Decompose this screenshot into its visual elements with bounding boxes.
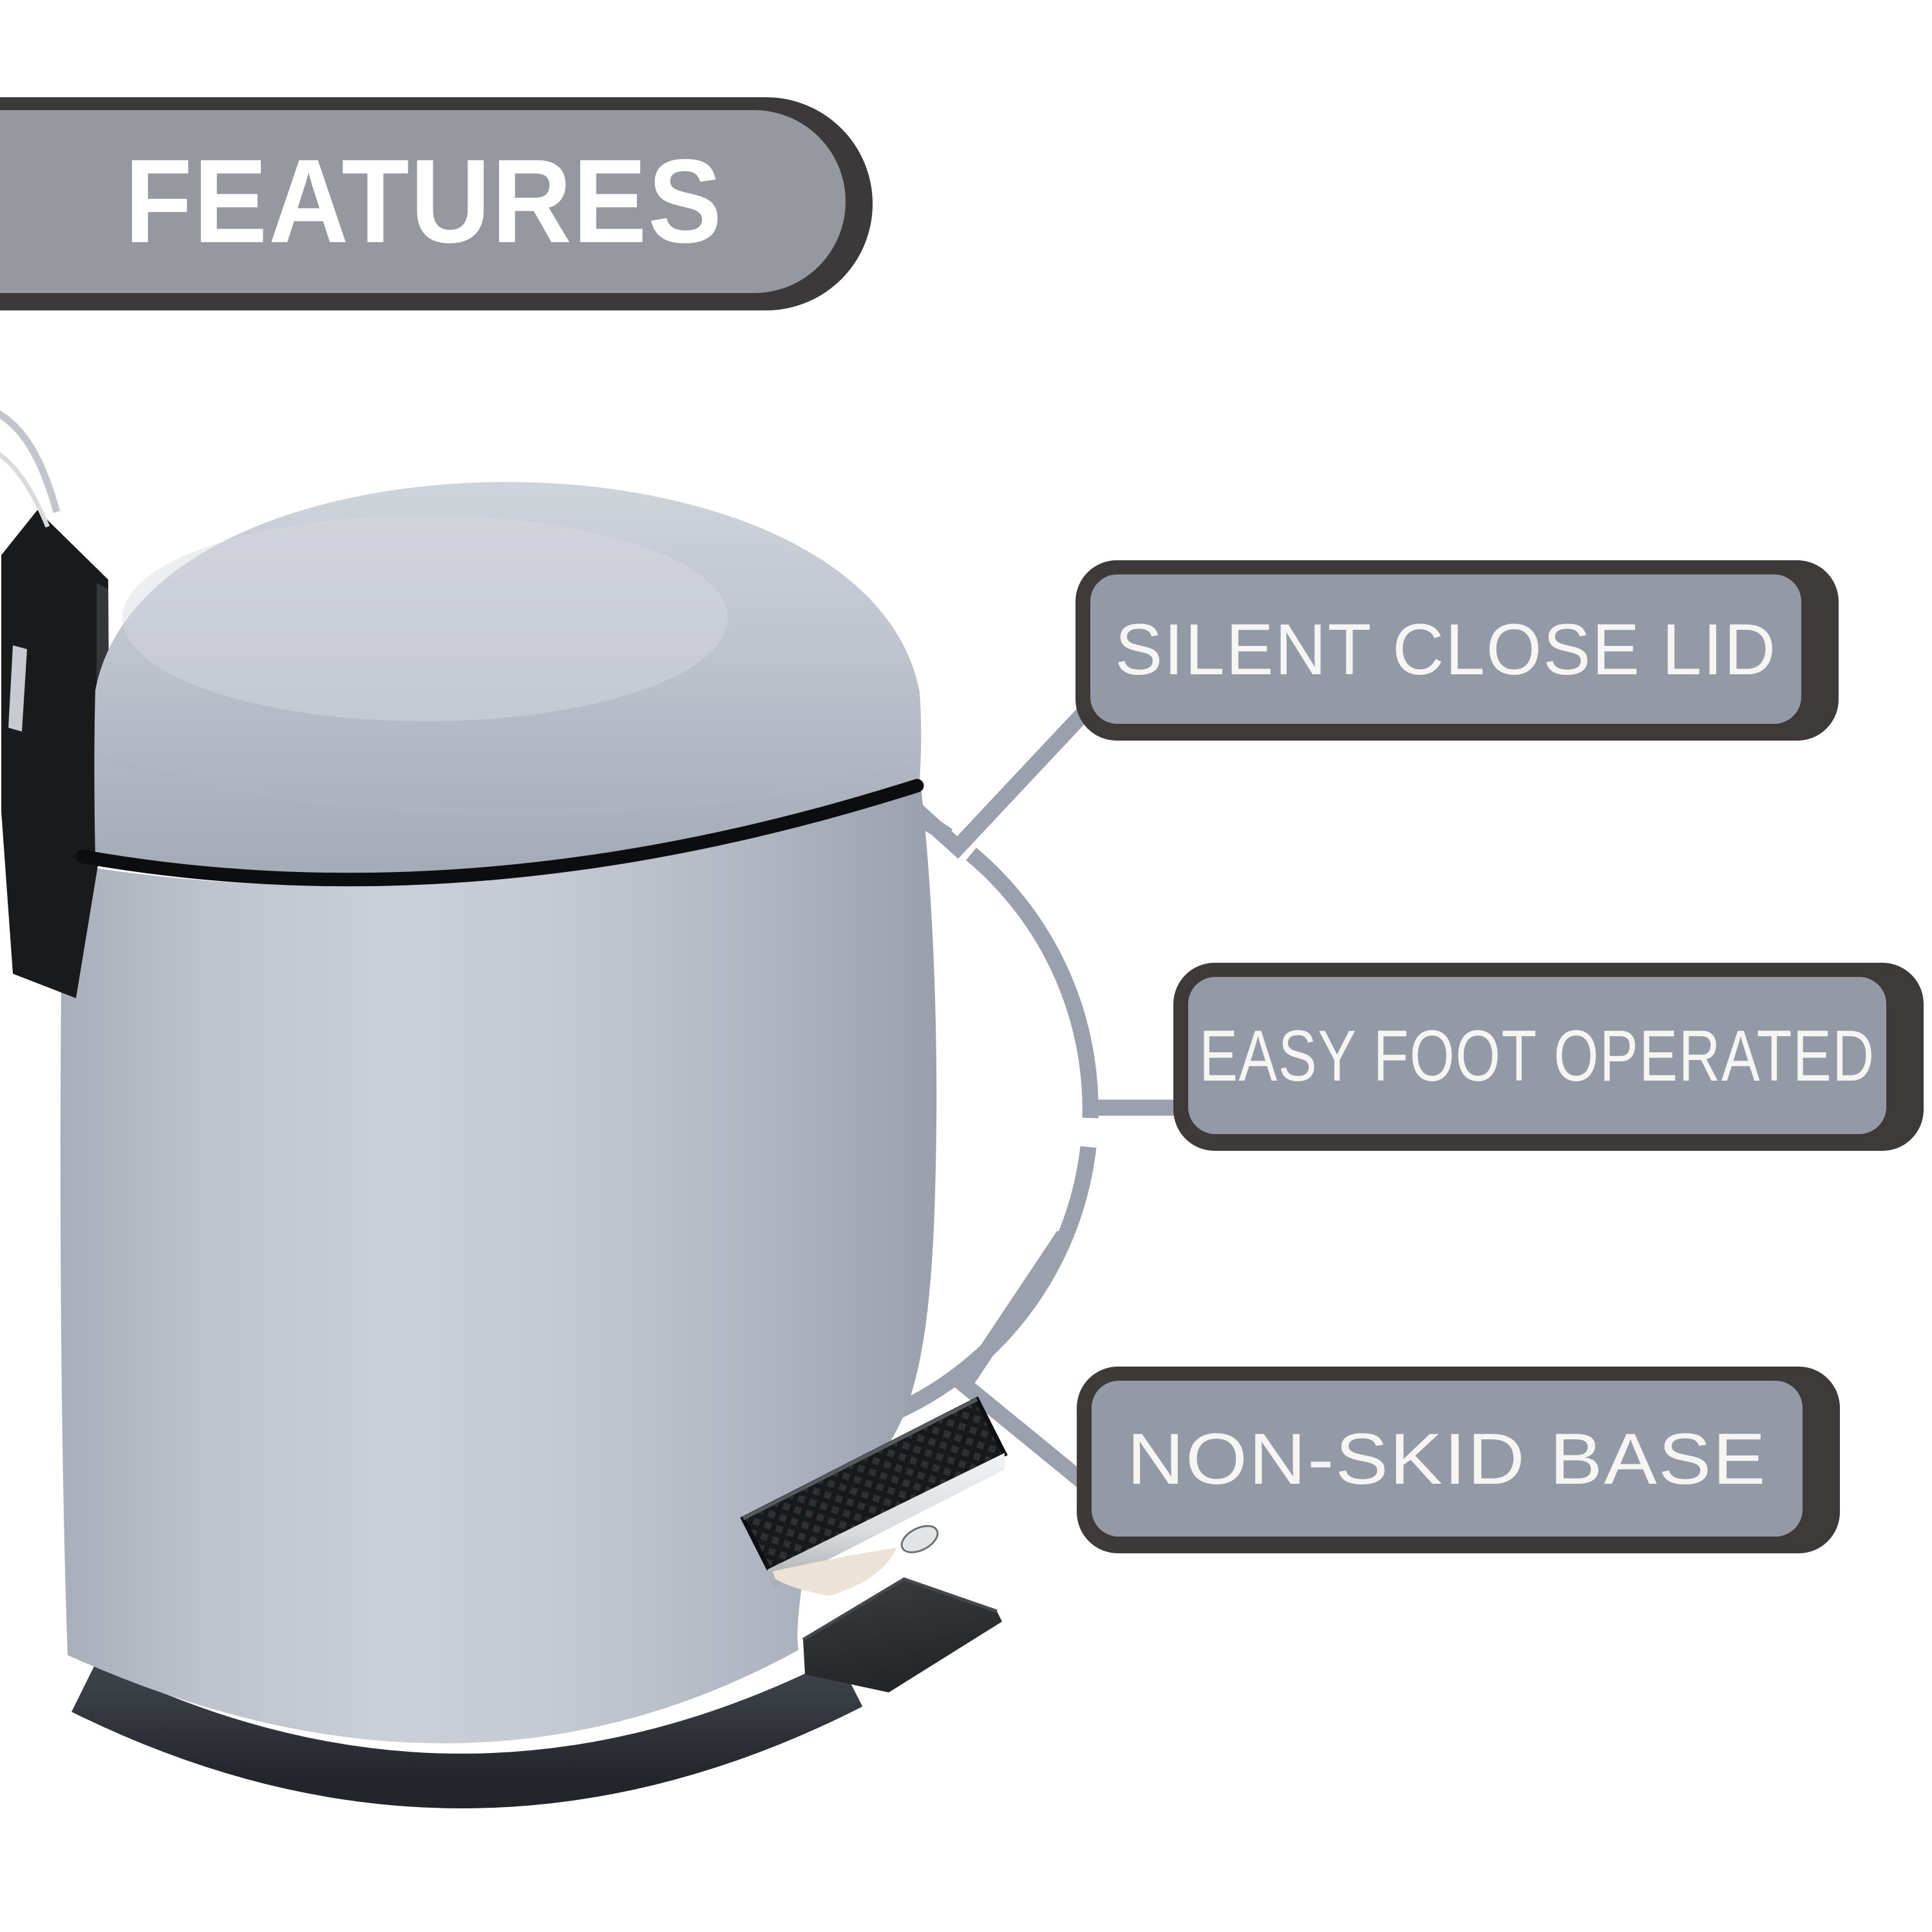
pedal-chrome-edge — [766, 1453, 1005, 1586]
page-title: FEATURES — [124, 135, 723, 268]
silent-close-lid — [94, 482, 922, 878]
bin-body — [60, 787, 937, 1744]
hinge-pin — [8, 645, 27, 732]
feature-box-easy-foot-operated: EASY FOOT OPERATED — [1173, 963, 1924, 1151]
title-banner-panel: FEATURES — [0, 110, 846, 293]
ring-arc-right — [965, 848, 1099, 1119]
pedal-wedge — [803, 1579, 1002, 1692]
feature-box-panel: SILENT CLOSE LID — [1090, 574, 1801, 724]
pedal-chrome-cap — [900, 1525, 939, 1553]
feature-box-panel: EASY FOOT OPERATED — [1188, 977, 1886, 1134]
foot-pedal — [740, 1396, 1008, 1692]
feature-box-non-skid-base: NON-SKID BASE — [1077, 1367, 1840, 1553]
base-rim — [71, 1658, 863, 1808]
connector-base — [953, 1231, 1100, 1498]
feature-box-silent-close-lid: SILENT CLOSE LID — [1075, 560, 1839, 741]
feature-label: NON-SKID BASE — [1127, 1418, 1767, 1499]
feature-label: SILENT CLOSE LID — [1115, 609, 1777, 690]
lid-lift-rod — [0, 410, 61, 528]
feature-box-panel: NON-SKID BASE — [1092, 1381, 1803, 1537]
lid-hinge — [1, 510, 109, 998]
lid-seam — [75, 779, 924, 887]
title-banner: FEATURES — [0, 97, 873, 310]
pedal-blade — [773, 1548, 896, 1596]
feature-label: EASY FOOT OPERATED — [1199, 1015, 1875, 1096]
